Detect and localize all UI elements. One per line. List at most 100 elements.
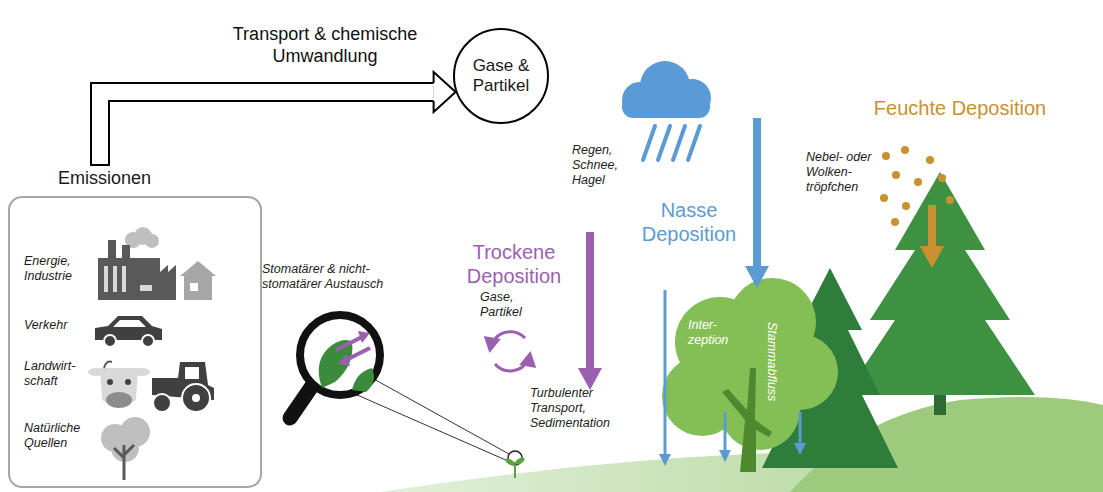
panel-heading: Emissionen <box>58 168 208 190</box>
car-icon-part <box>113 320 146 327</box>
magnifier-part <box>352 368 374 392</box>
source-label: Energie, Industrie <box>24 254 94 284</box>
magnifier-part <box>300 315 380 395</box>
tree-icon <box>101 417 150 480</box>
rain-lines-part <box>659 454 671 466</box>
rain-cloud <box>622 61 711 118</box>
fog-droplets-part <box>902 202 910 210</box>
magnifier-part <box>346 348 370 360</box>
magnifier-part <box>290 386 312 418</box>
wet-deposition-arrow <box>745 118 769 288</box>
factory-icon-part <box>98 258 160 300</box>
moist-deposition-arrow-part <box>928 205 936 248</box>
tractor-icon-part <box>182 384 210 412</box>
rain-streaks-part <box>643 126 655 160</box>
turbulence-arrows-part <box>522 354 534 366</box>
fog-droplets <box>880 146 954 226</box>
cow-icon <box>88 362 150 408</box>
fog-droplets-part <box>880 194 888 202</box>
source-label: Verkehr <box>24 318 94 333</box>
arrow-outline <box>100 92 434 166</box>
tree-icon-part <box>114 445 134 480</box>
tractor-icon-part <box>153 394 171 412</box>
tree-note: Stammabfluss <box>764 322 779 401</box>
exchange-note: Stomatärer & nicht-stomatärer Austausch <box>262 262 386 292</box>
wet-deposition-arrow-part <box>745 266 769 288</box>
car-icon-part <box>142 335 154 347</box>
arrow-fill <box>100 92 434 164</box>
cow-icon-part <box>125 379 131 385</box>
factory-icon-part <box>113 266 117 292</box>
magnifier-part <box>338 354 350 366</box>
rain-streaks-part <box>658 126 670 160</box>
tractor-icon <box>152 362 214 412</box>
leader-lines <box>355 378 509 461</box>
fog-droplets-part <box>901 146 909 154</box>
rain-lines-part <box>719 450 731 462</box>
moist-deposition-arrow <box>920 205 944 268</box>
rain-streaks <box>643 126 700 160</box>
dry-deposition-arrow <box>578 232 602 390</box>
house-icon-part <box>190 283 198 291</box>
turbulence-arrows <box>486 332 534 371</box>
magnifier <box>290 315 380 418</box>
conifer-tree <box>845 172 1035 415</box>
house-icon-part <box>184 276 212 300</box>
tractor-icon-part <box>192 394 200 402</box>
wet-deposition-arrow-part <box>753 118 761 268</box>
process-heading: Feuchte Deposition <box>872 96 1048 120</box>
rain-streaks-part <box>673 126 685 160</box>
sprout-part <box>504 457 515 466</box>
cow-icon-part <box>134 368 150 376</box>
process-heading: Trockene Deposition <box>450 240 578 288</box>
sprout-part <box>514 456 525 465</box>
factory-icon <box>98 227 176 300</box>
transport-note: Turbulenter Transport, Sedimentation <box>530 386 642 431</box>
factory-icon-part <box>104 266 108 292</box>
magnifier-part <box>336 337 362 350</box>
substance-note: Gase, Partikel <box>480 290 550 320</box>
factory-icon-part <box>108 240 116 260</box>
cow-icon-part <box>104 362 112 368</box>
source-label: Natürliche Quellen <box>24 421 94 451</box>
factory-icon-part <box>122 266 126 292</box>
rain-lines-part <box>664 290 667 456</box>
process-heading: Nasse Deposition <box>628 198 750 246</box>
rain-lines-part <box>724 412 727 452</box>
species-circle: Gase & Partikel <box>453 28 549 124</box>
factory-icon-part <box>140 285 152 291</box>
cow-icon-part <box>88 368 104 376</box>
tractor-icon-part <box>185 367 199 379</box>
fog-droplets-part <box>938 174 946 182</box>
house-icon <box>180 261 216 300</box>
fog-droplets-part <box>892 171 900 179</box>
fog-droplets-part <box>882 152 890 160</box>
cow-icon-part <box>106 392 132 408</box>
fog-droplets-part <box>891 218 899 226</box>
rain-lines-part <box>794 443 806 455</box>
circle-label: Gase & Partikel <box>463 56 539 97</box>
cow-icon-part <box>107 379 113 385</box>
dry-deposition-arrow-part <box>586 232 594 370</box>
edge-label: Transport & chemische Umwandlung <box>200 24 450 67</box>
emission-panel: EmissionenEnergie, IndustrieVerkehrLandw… <box>8 166 262 488</box>
house-icon-part <box>180 261 216 276</box>
sprout <box>504 451 525 478</box>
fog-droplets-part <box>914 178 922 186</box>
turbulence-arrows-part <box>486 338 498 350</box>
rain-streaks-part <box>688 126 700 160</box>
source-label: Landwirt- schaft <box>24 359 94 389</box>
factory-icon-part <box>122 245 130 260</box>
leader-lines-part <box>372 378 509 454</box>
magnifier-part <box>358 331 370 343</box>
fog-droplets-part <box>946 196 954 204</box>
deciduous-tree <box>662 278 838 472</box>
droplet-note: Nebel- oder Wolken- tröpfchen <box>806 150 880 195</box>
conifer-tree-part <box>845 172 1035 395</box>
fog-droplets-part <box>926 156 934 164</box>
leader-lines-part <box>355 394 508 461</box>
flow-arrow <box>100 72 456 166</box>
tree-note: Inter- zeption <box>688 318 744 348</box>
moist-deposition-arrow-part <box>920 246 944 268</box>
